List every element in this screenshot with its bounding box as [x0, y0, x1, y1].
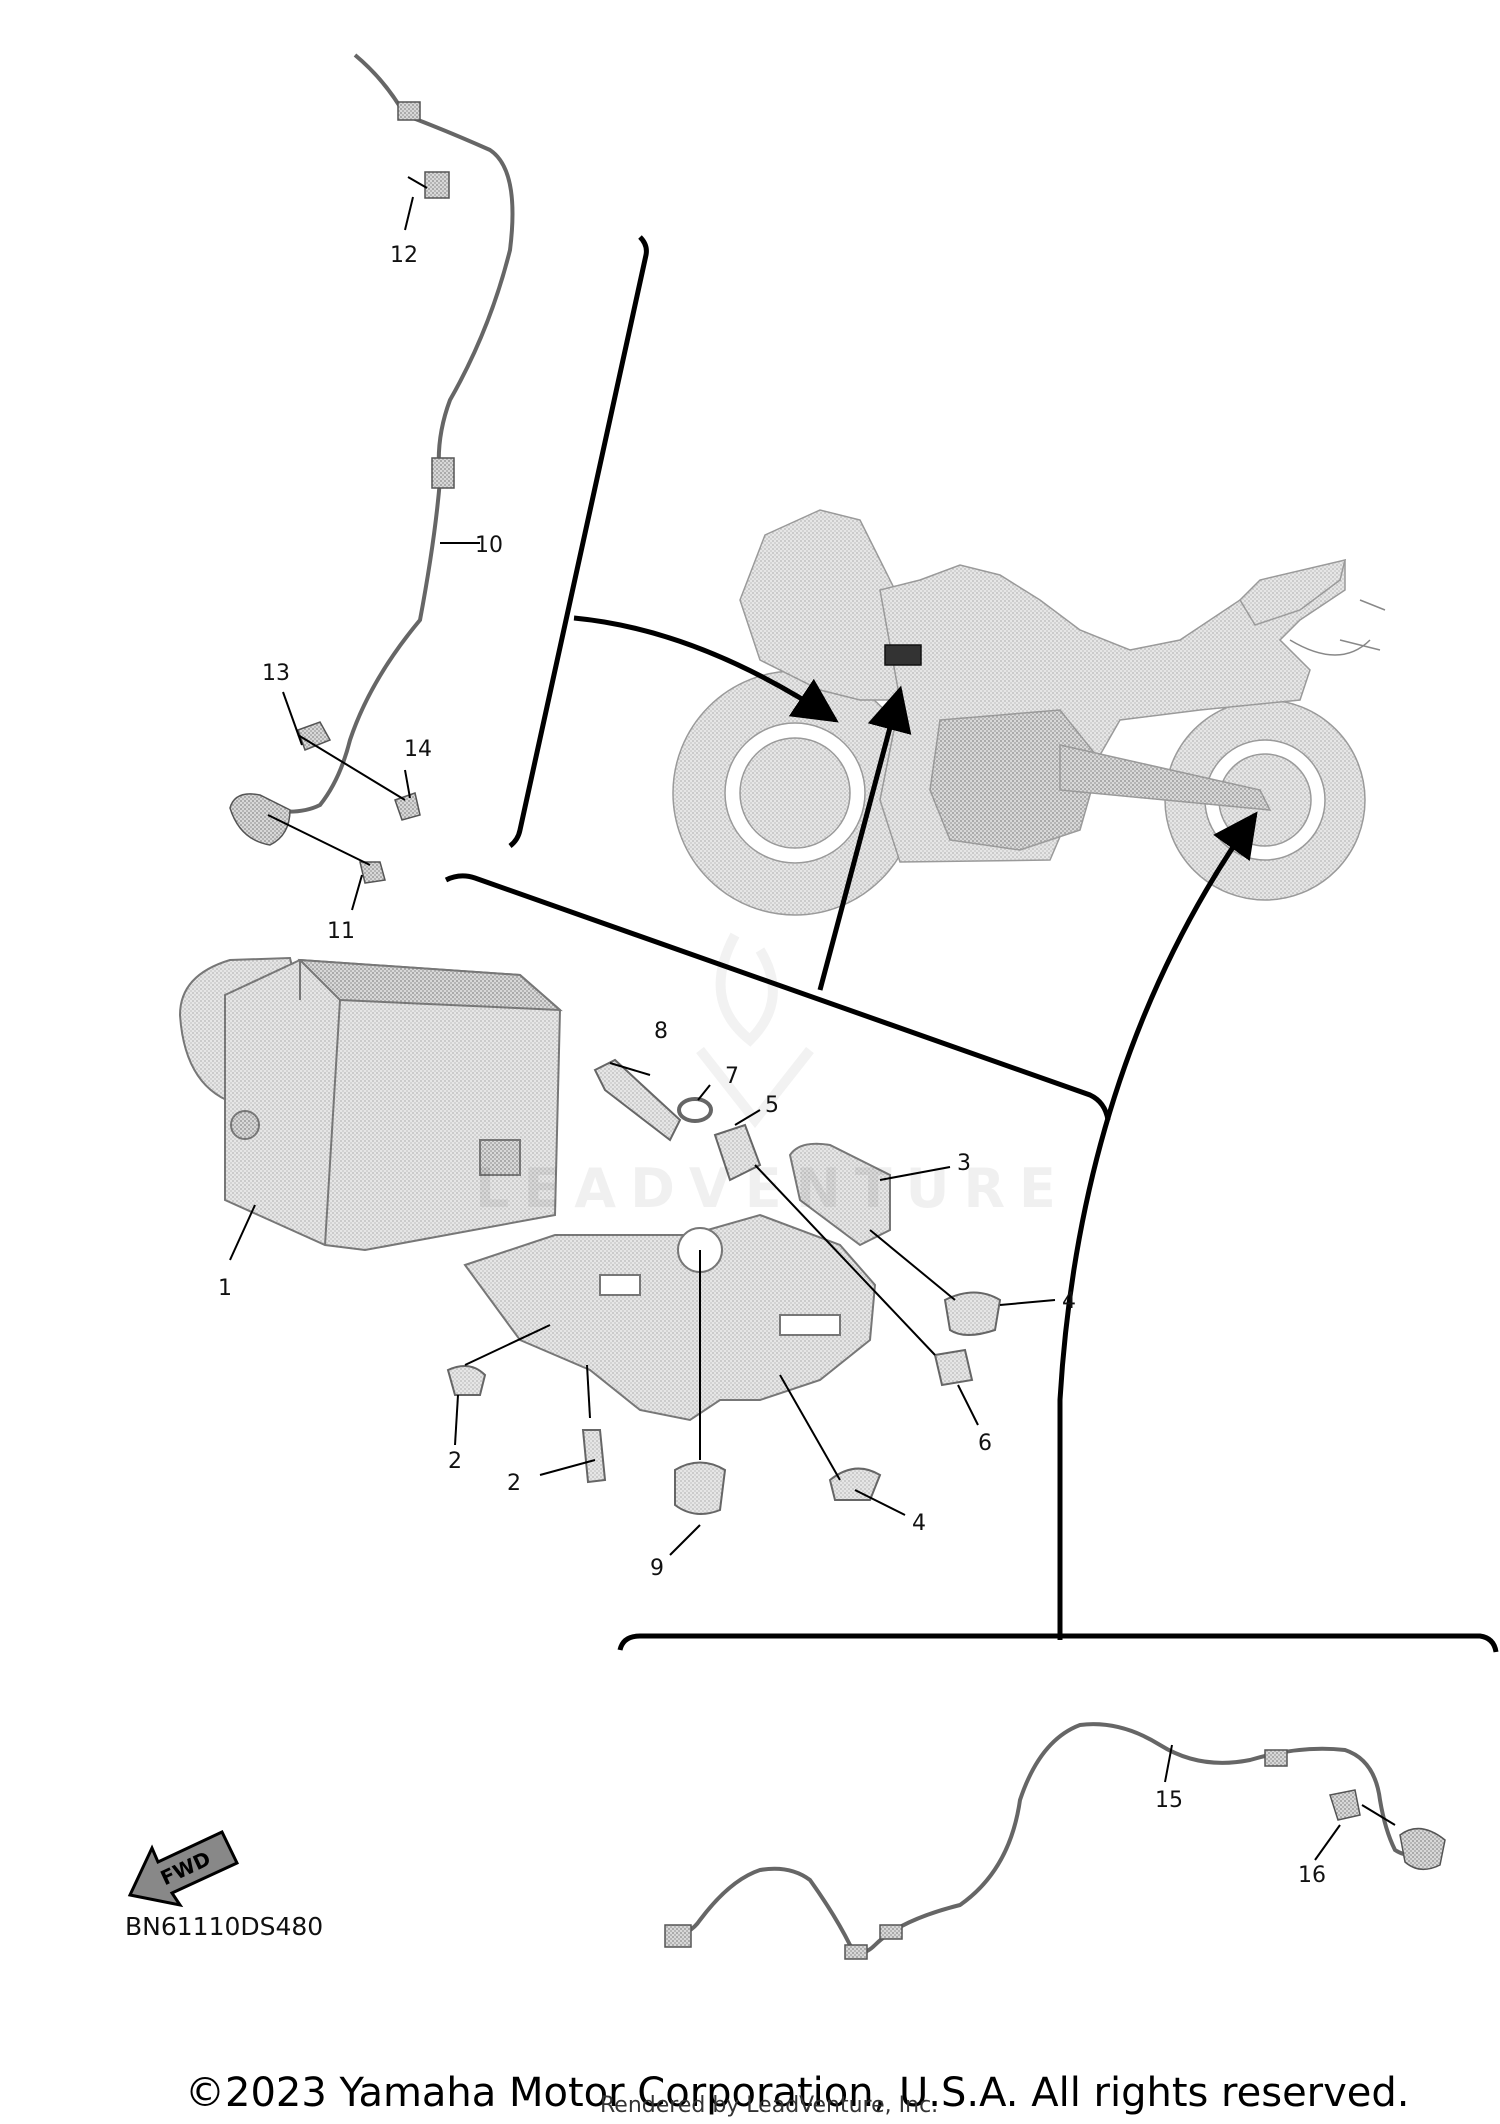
- tail-section: [1239, 558, 1347, 626]
- part-number-labels: 1 2 2 3 4 4 5 6 7 8 9 10 11 12 13 14 15 …: [218, 243, 1326, 1888]
- rear-sensor-parts: [664, 1749, 1446, 1960]
- cable-clamp-parts: [229, 101, 455, 884]
- collar-5: [713, 1123, 762, 1182]
- part-label-14: 14: [404, 737, 432, 762]
- swingarm: [1059, 744, 1272, 811]
- clamp-12: [424, 171, 450, 199]
- part-label-5: 5: [765, 1093, 779, 1118]
- callout-lines: [444, 235, 1499, 1653]
- bolt-13: [297, 721, 332, 751]
- part-label-6: 6: [978, 1431, 992, 1456]
- washer-7: [677, 1097, 713, 1123]
- part-label-4b: 4: [912, 1511, 926, 1536]
- part-label-2b: 2: [507, 1471, 521, 1496]
- bolt-14: [394, 792, 421, 821]
- part-label-3: 3: [957, 1151, 971, 1176]
- motorcycle-illustration: [672, 509, 1386, 916]
- fwd-arrow-icon: FWD: [127, 1830, 240, 1908]
- part-label-11: 11: [327, 919, 355, 944]
- leader-lines: [229, 176, 1056, 1556]
- diagram-code: BN61110DS480: [125, 1912, 324, 1941]
- bolt-2-left: [446, 1365, 487, 1396]
- abs-bracket: [463, 1142, 891, 1422]
- copyright-text: ©2023 Yamaha Motor Corporation, U.S.A. A…: [185, 2070, 1410, 2116]
- bolt-2-right: [581, 1429, 607, 1484]
- bolt-16: [1329, 1789, 1361, 1821]
- rear-leader-lines: [1164, 1744, 1396, 1861]
- part-label-9: 9: [650, 1556, 664, 1581]
- bolt-8: [593, 1058, 682, 1142]
- bolt-11: [359, 861, 386, 884]
- rear-sensor: [1399, 1827, 1446, 1871]
- part-label-4: 4: [1062, 1289, 1076, 1314]
- part-label-7: 7: [725, 1064, 739, 1089]
- grommet-9: [674, 1461, 727, 1515]
- watermark-text: LEADVENTURE: [475, 1157, 1070, 1220]
- part-label-8: 8: [654, 1019, 668, 1044]
- abs-unit-location: [884, 644, 922, 666]
- collar-6: [933, 1348, 974, 1387]
- part-label-16: 16: [1298, 1863, 1326, 1888]
- part-label-10: 10: [475, 533, 503, 558]
- part-label-2: 2: [448, 1449, 462, 1474]
- part-label-12: 12: [390, 243, 418, 268]
- fasteners: [446, 1058, 1002, 1515]
- part-label-13: 13: [262, 661, 290, 686]
- front-wheel-sensor-cable: [269, 53, 515, 814]
- grommet-4-top: [943, 1291, 1002, 1336]
- rear-connector: [664, 1924, 692, 1948]
- part-label-1: 1: [218, 1276, 232, 1301]
- rear-wheel-sensor-cable: [671, 1722, 1427, 1955]
- engine: [929, 709, 1101, 851]
- abs-hydraulic-unit: [178, 956, 563, 1252]
- part-label-15: 15: [1155, 1788, 1183, 1813]
- front-sensor: [229, 793, 291, 846]
- rendered-by-text: Rendered by LeadVenture, Inc.: [600, 2093, 939, 2118]
- grommet-4-bottom: [828, 1467, 882, 1501]
